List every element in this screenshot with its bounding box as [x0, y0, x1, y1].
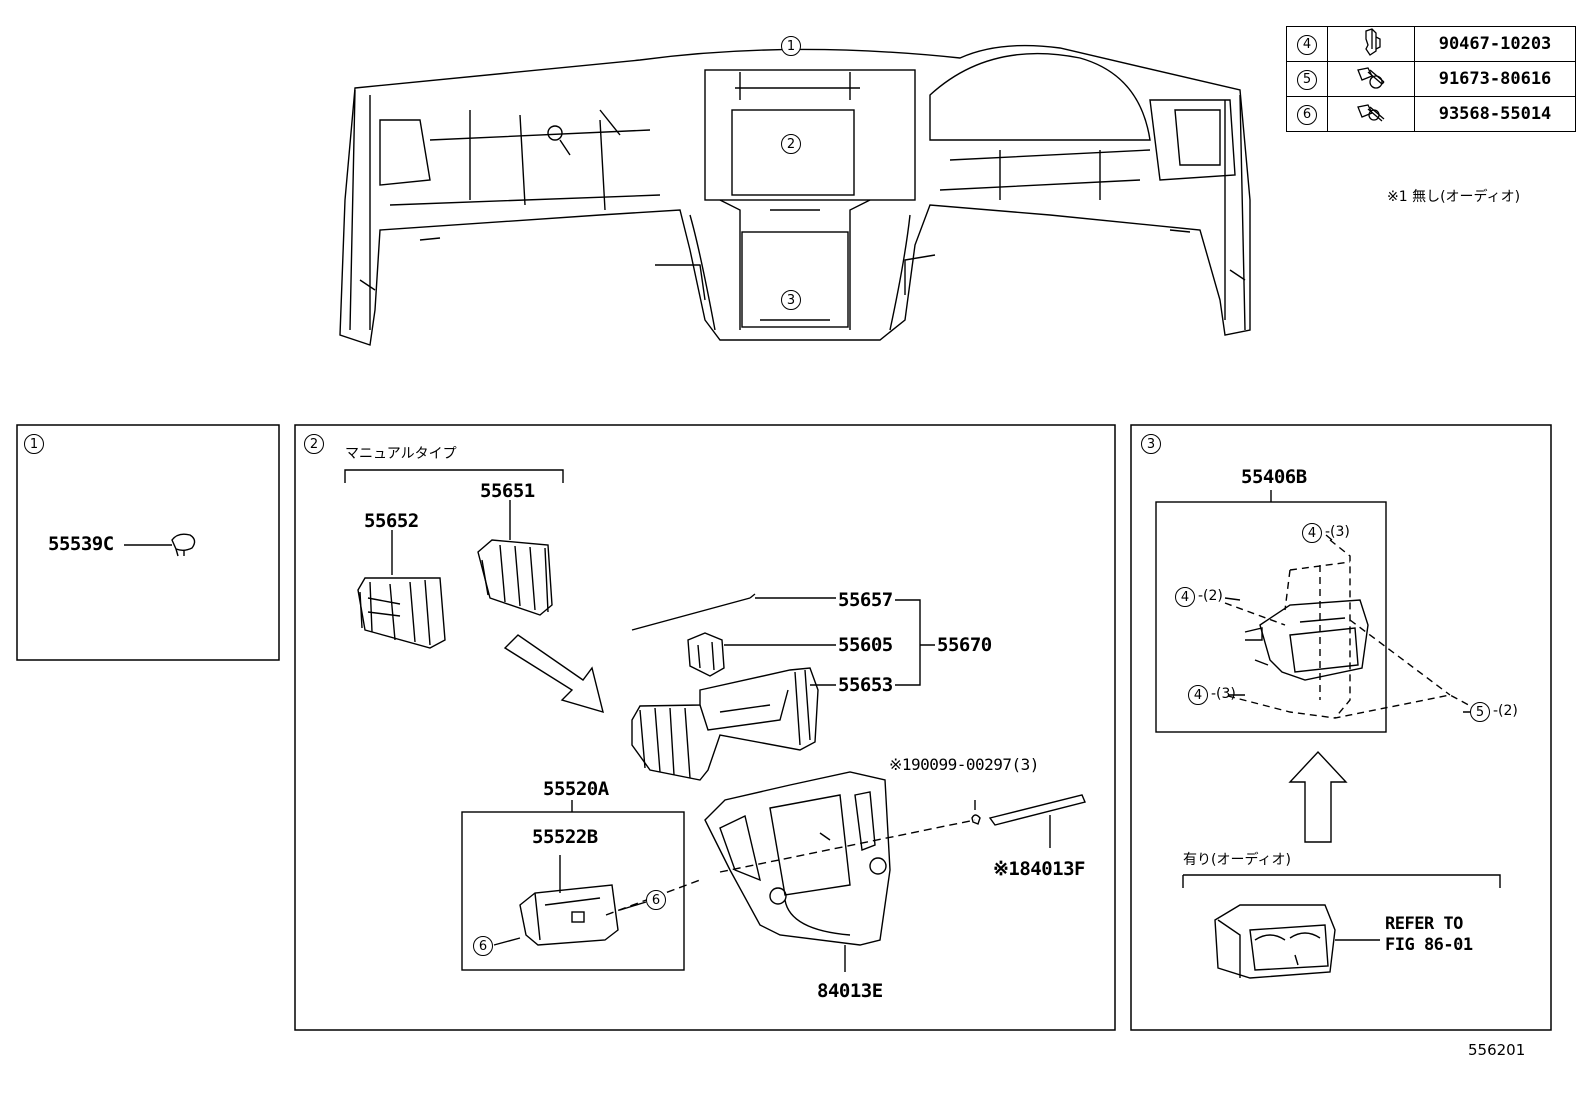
part-label-55657: 55657	[838, 589, 893, 611]
part-label-55406B: 55406B	[1241, 466, 1307, 488]
manual-type-label: マニュアルタイプ	[345, 446, 457, 462]
refer-to-label: REFER TO	[1385, 914, 1463, 934]
part-number: 91673-80616	[1414, 61, 1576, 97]
screw-callout-6: 6	[646, 890, 666, 910]
with-audio-label: 有り(オーディオ)	[1183, 852, 1291, 868]
part-number: 93568-55014	[1414, 96, 1576, 132]
overview-callout-3: 3	[781, 290, 801, 310]
part-label-55539C: 55539C	[48, 533, 114, 555]
part-label-55670: 55670	[937, 634, 992, 656]
screw-callout-6: 6	[473, 936, 493, 956]
note-no-audio: ※1 無し(オーディオ)	[1387, 189, 1521, 205]
overview-callout-1: 1	[781, 36, 801, 56]
overview-callout-2: 2	[781, 134, 801, 154]
part-label-84013E: 84013E	[817, 980, 883, 1002]
panel-3-badge: 3	[1141, 434, 1161, 454]
table-row: 4 90467-10203	[1286, 26, 1576, 62]
ref-callout: 4	[1297, 34, 1317, 55]
part-label-55653: 55653	[838, 674, 893, 696]
screw-icon	[1357, 104, 1385, 122]
fastener-table: 4 90467-10203 5 91673-80616 6 93568-5501…	[1286, 26, 1576, 132]
part-label-55605: 55605	[838, 634, 893, 656]
dashboard-overview-drawing	[339, 44, 1251, 346]
part-label-90099-00297: ※190099-00297(3)	[889, 755, 1039, 774]
figure-code: 556201	[1468, 1041, 1526, 1059]
qty-label: -(3)	[1325, 524, 1350, 540]
ref-callout: 6	[1297, 104, 1317, 125]
refer-fig-label: FIG 86-01	[1385, 935, 1473, 955]
qty-label: -(2)	[1198, 588, 1223, 604]
qty-label: -(2)	[1493, 703, 1518, 719]
fastener-callout-4: 4	[1188, 685, 1208, 705]
part-label-55652: 55652	[364, 510, 419, 532]
table-row: 6 93568-55014	[1286, 96, 1576, 132]
ref-callout: 5	[1297, 69, 1317, 90]
bolt-icon	[1357, 67, 1385, 89]
part-label-55522B: 55522B	[532, 826, 598, 848]
fastener-callout-5: 5	[1470, 702, 1490, 722]
part-label-84013F: ※184013F	[993, 858, 1086, 880]
panel-2-badge: 2	[304, 434, 324, 454]
table-row: 5 91673-80616	[1286, 61, 1576, 97]
clip-icon	[1365, 28, 1381, 56]
part-label-55651: 55651	[480, 480, 535, 502]
qty-label: -(3)	[1211, 686, 1236, 702]
fastener-callout-4: 4	[1175, 587, 1195, 607]
panel-1-badge: 1	[24, 434, 44, 454]
part-number: 90467-10203	[1414, 26, 1576, 62]
part-label-55520A: 55520A	[543, 778, 609, 800]
fastener-callout-4: 4	[1302, 523, 1322, 543]
